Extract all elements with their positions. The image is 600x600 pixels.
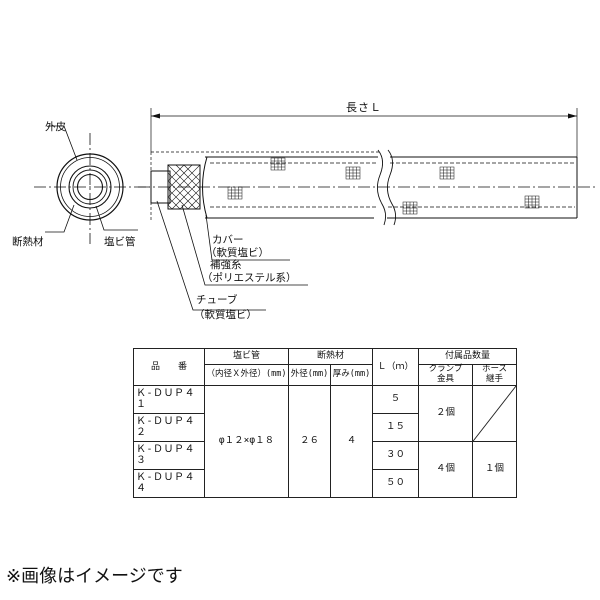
image-note-caption: ※画像はイメージです — [6, 566, 183, 587]
header-pvc-sub: （内径Ｘ外径）(mm) — [204, 364, 289, 386]
insulation-label: 断熱材 — [12, 235, 44, 248]
outer-skin-label: 外皮 — [45, 120, 66, 133]
tube-material-label: （軟質塩ビ） — [194, 308, 257, 321]
cover-material-label: （軟質塩ビ） — [206, 246, 269, 259]
outer-diameter-value: ２６ — [288, 384, 331, 499]
spec-table: 品 番 塩ビ管 断熱材 Ｌ（ｍ） 付属品数量 （内径Ｘ外径）(mm) 外径(mm… — [133, 348, 518, 499]
clamp-qty-1: ２個 — [418, 384, 474, 442]
diagonal-slash — [473, 385, 517, 441]
header-clamp-line1: クランプ — [428, 364, 463, 374]
cross-section — [34, 125, 150, 244]
header-accessories: 付属品数量 — [418, 348, 518, 365]
header-insulation: 断熱材 — [287, 348, 374, 365]
pvc-value: φ１２×φ１８ — [204, 384, 289, 499]
hose-diagram: 外皮 断熱材 塩ビ管 長さＬ — [12, 101, 595, 321]
braid-hatch — [168, 165, 200, 209]
clamp-qty-2: ４個 — [418, 440, 474, 499]
header-outer-diameter: 外径(mm) — [288, 364, 331, 386]
length-label: 長さＬ — [346, 101, 382, 114]
header-product-code: 品 番 — [133, 348, 205, 386]
header-hose-line1: ホース — [481, 364, 508, 374]
header-hose-line2: 継手 — [486, 373, 504, 384]
row-code: Ｋ-ＤＵＰ４２ — [133, 412, 205, 442]
header-pvc-pipe: 塩ビ管 — [204, 348, 289, 365]
row-code: Ｋ-ＤＵＰ４３ — [133, 440, 205, 470]
thickness-value: ４ — [329, 384, 374, 499]
pvc-pipe-label: 塩ビ管 — [104, 235, 136, 248]
header-clamp: クランプ金具 — [418, 364, 474, 386]
header-hose: ホース継手 — [472, 364, 518, 386]
tube-label: チューブ — [196, 293, 238, 306]
hose-qty: １個 — [472, 440, 518, 499]
side-view — [138, 149, 595, 226]
cover-mesh-patches — [227, 157, 540, 215]
row-code: Ｋ-ＤＵＰ４４ — [133, 468, 205, 499]
header-thickness: 厚み(mm) — [329, 364, 374, 386]
row-length: ５ — [372, 384, 420, 414]
reinforcement-label: 補強糸 — [210, 258, 242, 271]
row-length: ３０ — [372, 440, 420, 470]
reinforcement-material-label: （ポリエステル系） — [202, 272, 297, 284]
hose-qty-empty — [472, 384, 518, 442]
cover-label: カバー — [212, 234, 244, 246]
row-code: Ｋ-ＤＵＰ４１ — [133, 384, 205, 414]
row-length: ５０ — [372, 468, 420, 499]
callout-leaders — [156, 200, 308, 311]
header-clamp-line2: 金具 — [437, 373, 455, 384]
header-length: Ｌ（ｍ） — [372, 348, 420, 386]
row-length: １５ — [372, 412, 420, 442]
